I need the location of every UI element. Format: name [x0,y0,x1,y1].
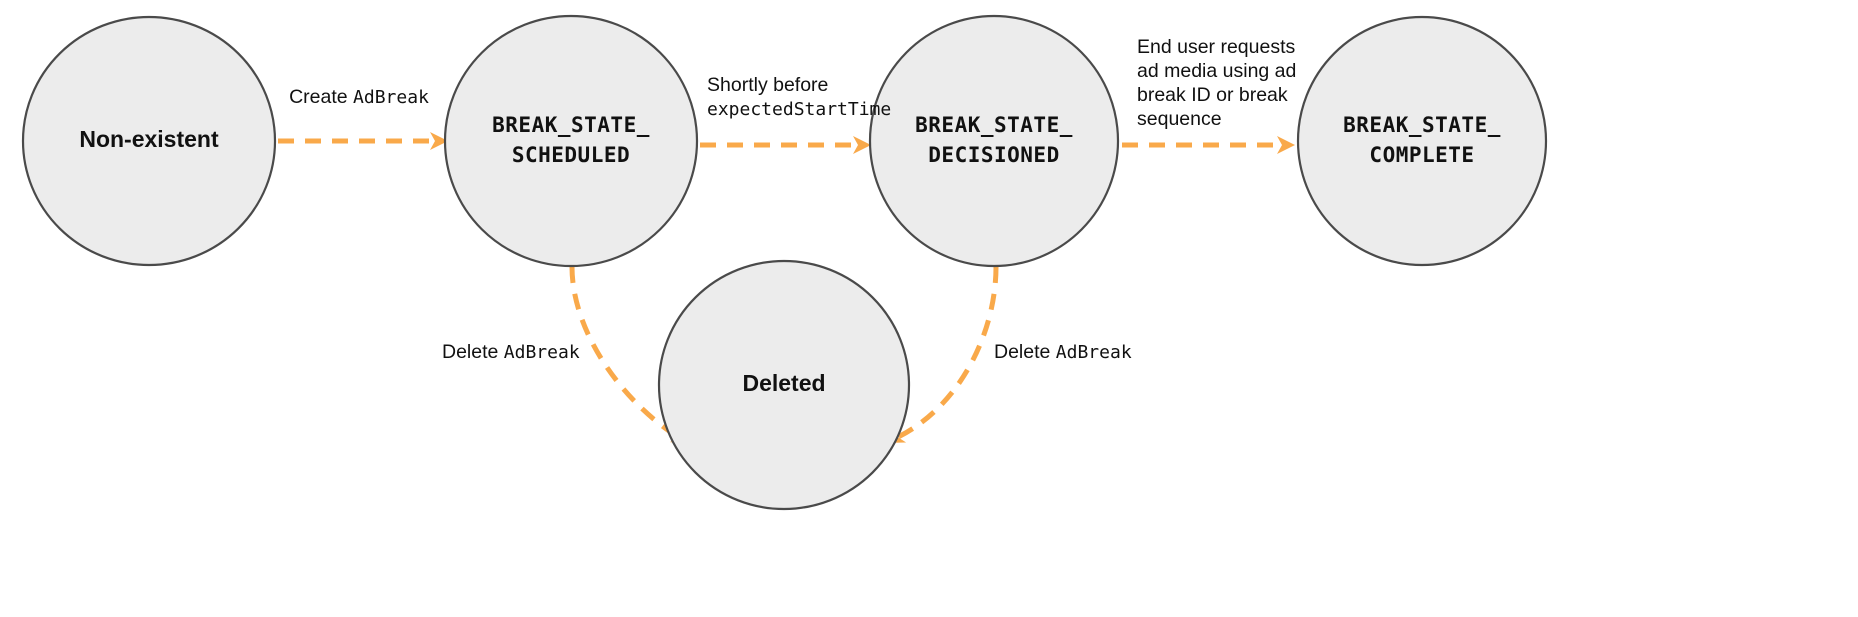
arrowhead-icon [1277,136,1295,154]
state-node-deleted[interactable]: Deleted [657,259,911,511]
state-node-non-existent[interactable]: Non-existent [21,15,277,267]
state-node-label: BREAK_STATE_DECISIONED [915,113,1073,167]
state-node-circle[interactable] [1296,15,1548,267]
arrowhead-icon [853,136,871,154]
edge-line [896,266,999,440]
state-node-label: Deleted [742,370,825,396]
edge-shortly-before-expected-start-time [700,136,871,154]
arrowhead-icon [430,132,448,150]
state-node-circle[interactable] [443,14,699,268]
state-node-circle[interactable] [657,259,911,511]
nodes-layer: Non-existent BREAK_STATE_SCHEDULED BREAK_S… [21,14,1548,511]
state-node-break-state-scheduled[interactable]: BREAK_STATE_SCHEDULED [443,14,699,268]
edge-create-adbreak [278,132,448,150]
state-node-break-state-complete[interactable]: BREAK_STATE_COMPLETE [1296,15,1548,267]
state-node-label: BREAK_STATE_SCHEDULED [492,113,650,167]
edge-label-create-adbreak: Create AdBreak [289,86,429,108]
state-node-circle[interactable] [21,15,277,267]
edge-end-user-requests-ad-media [1122,136,1295,154]
edge-label-delete-adbreak-from-scheduled: Delete AdBreak [442,341,580,363]
state-node-label: BREAK_STATE_COMPLETE [1343,113,1501,167]
state-node-break-state-decisioned[interactable]: BREAK_STATE_DECISIONED [868,14,1120,268]
state-node-circle[interactable] [868,14,1120,268]
edge-label-delete-adbreak-from-decisioned: Delete AdBreak [994,341,1132,363]
state-node-label: Non-existent [79,126,219,152]
